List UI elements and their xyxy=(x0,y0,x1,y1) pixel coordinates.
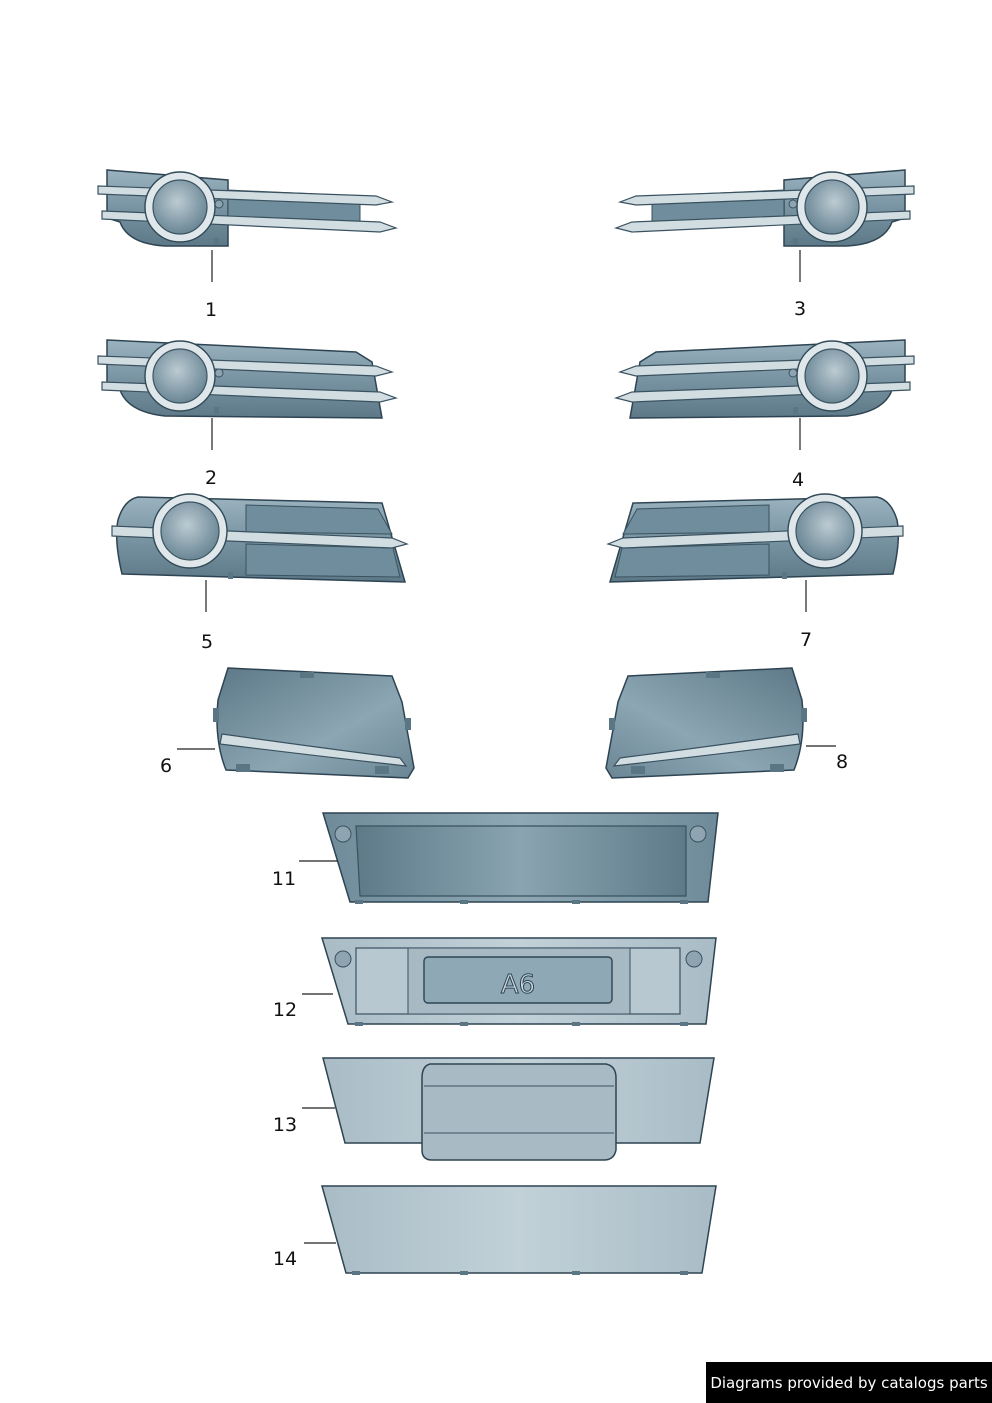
part-label-7: 7 xyxy=(800,629,812,651)
part-label-4: 4 xyxy=(792,469,804,491)
footer-credit-badge: Diagrams provided by catalogs parts xyxy=(706,1362,992,1403)
part-label-3: 3 xyxy=(794,298,806,320)
part-label-8: 8 xyxy=(836,751,848,773)
part-3-fog-light-grille-right-open xyxy=(615,169,915,247)
part-number-labels: 1 2 3 4 5 6 7 8 11 12 13 14 xyxy=(160,298,848,1270)
part-label-6: 6 xyxy=(160,755,172,777)
emblem-badge: A6 xyxy=(501,970,535,1000)
part-1-fog-light-grille-left-open xyxy=(97,169,397,247)
part-13-cover-with-center-plate xyxy=(322,1057,715,1161)
part-label-2: 2 xyxy=(205,467,217,489)
part-label-12: 12 xyxy=(273,999,297,1021)
part-6-fog-light-housing-left xyxy=(212,667,415,779)
part-label-5: 5 xyxy=(201,631,213,653)
part-8-fog-light-housing-right xyxy=(605,667,808,779)
part-12-panel-with-emblem: A6 xyxy=(320,937,717,1026)
leader-lines xyxy=(177,250,836,1244)
part-label-11: 11 xyxy=(272,868,296,890)
part-14-plain-cover xyxy=(321,1185,717,1275)
part-2-fog-light-grille-left-closed xyxy=(97,339,397,419)
part-4-fog-light-grille-right-closed xyxy=(615,339,915,419)
part-5-fog-light-grille-left-frame xyxy=(111,493,408,583)
part-label-13: 13 xyxy=(273,1114,297,1136)
footer-credit-text: Diagrams provided by catalogs parts xyxy=(710,1373,988,1392)
part-label-1: 1 xyxy=(205,299,217,321)
part-11-license-plate-panel xyxy=(321,812,719,904)
part-label-14: 14 xyxy=(273,1248,297,1270)
part-7-fog-light-grille-right-frame xyxy=(607,493,904,583)
